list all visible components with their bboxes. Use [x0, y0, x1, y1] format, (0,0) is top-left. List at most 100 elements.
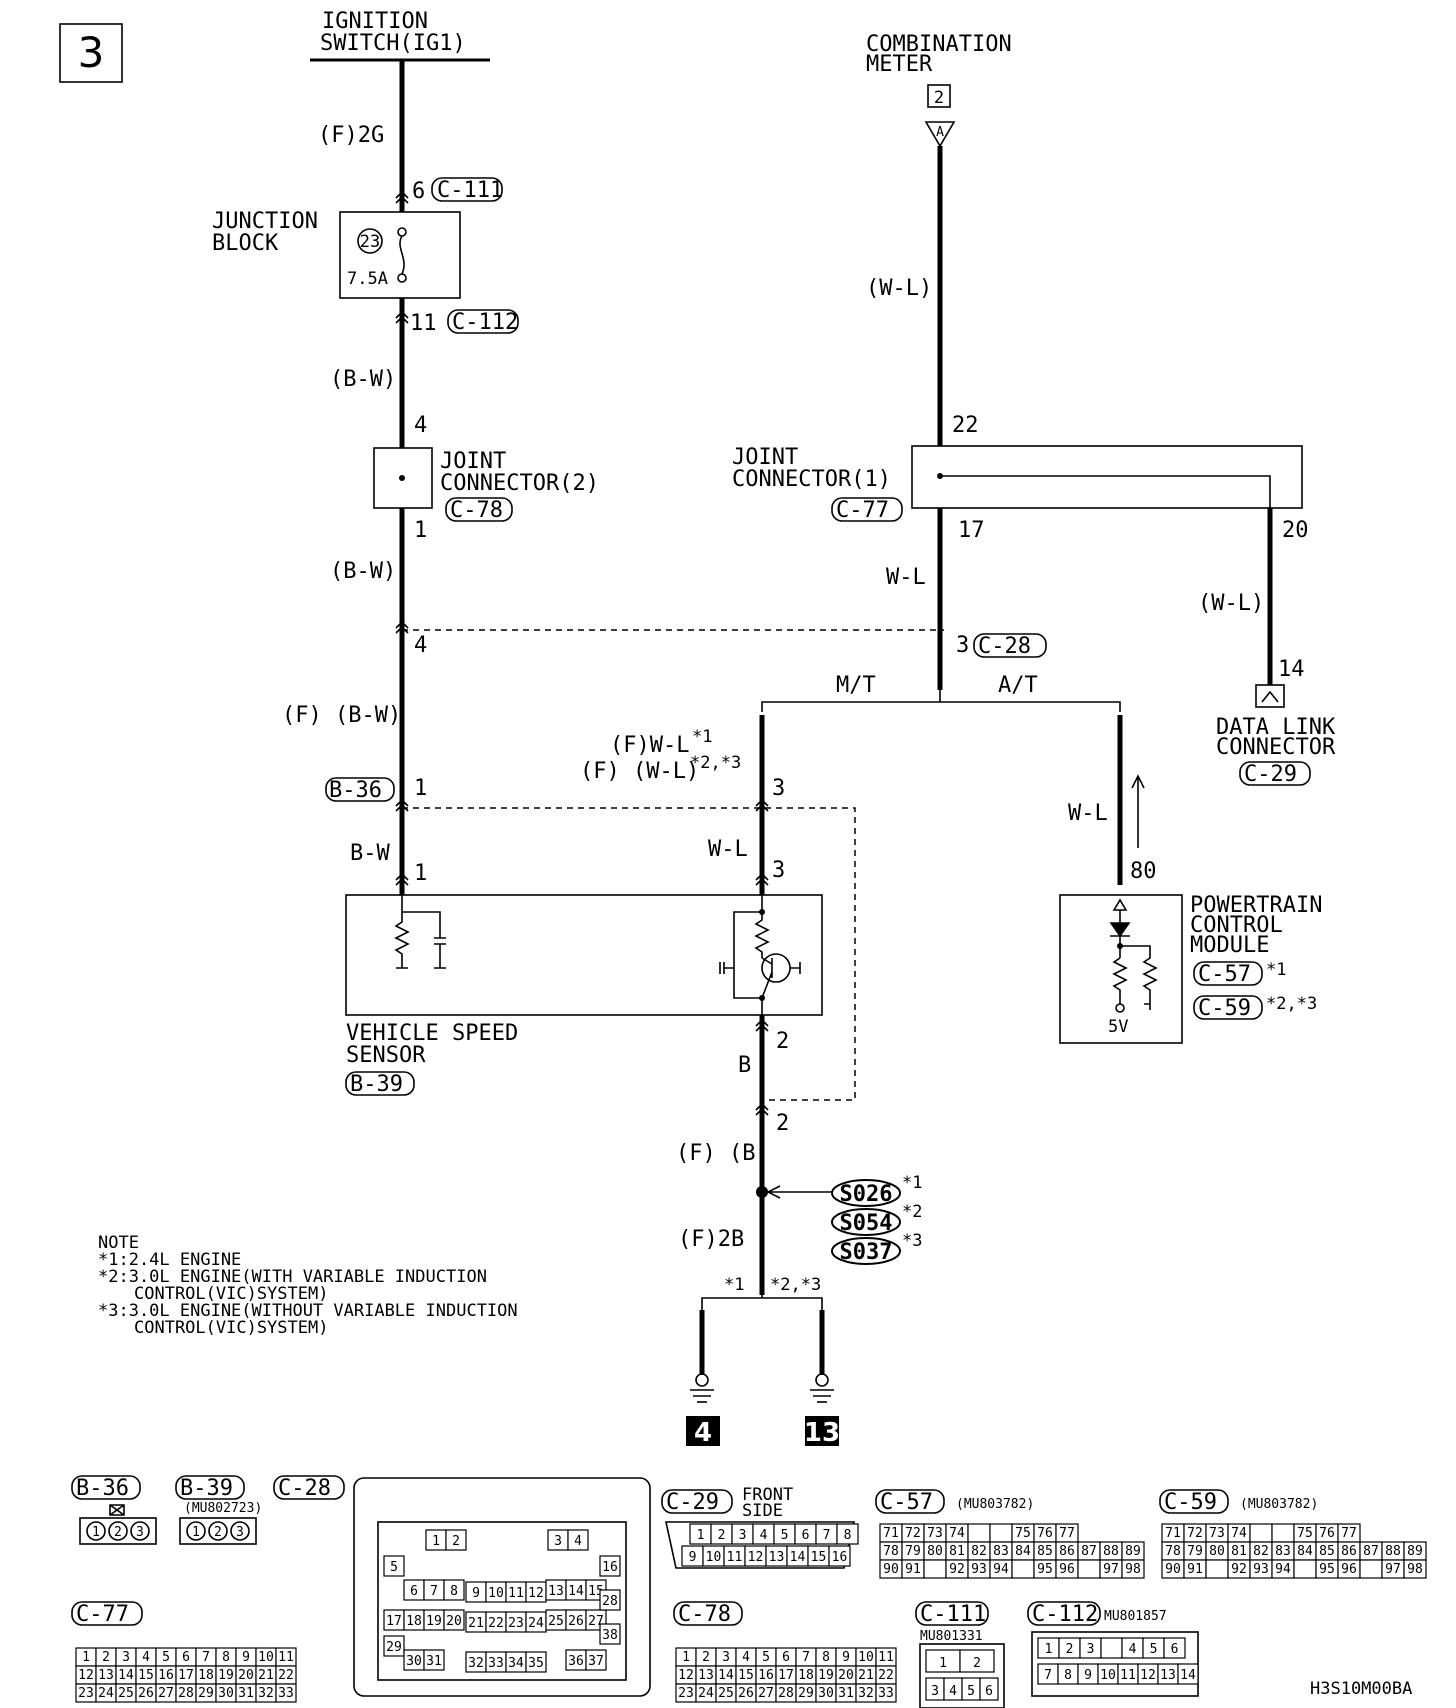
- cv-c111-body: [919, 1643, 1005, 1708]
- cv-c28-pin: 8: [450, 1584, 458, 1599]
- cv-b36-lock-icon: [109, 1504, 125, 1516]
- cv-c57-pin: 98: [1125, 1562, 1141, 1577]
- cv-b36-pin-3: 3: [136, 1525, 144, 1540]
- cv-c28-pin: 25: [548, 1614, 564, 1629]
- cv-c57-pin: 96: [1059, 1562, 1075, 1577]
- cv-c78-pin: 25: [718, 1686, 734, 1701]
- pcm-label-3: MODULE: [1190, 933, 1269, 958]
- wire-label-b: B: [738, 1053, 751, 1078]
- pcm-label-2: CONTROL: [1190, 913, 1283, 938]
- wire-label-bw-1: (B-W): [330, 367, 396, 392]
- cv-c29-pin: 5: [781, 1528, 789, 1543]
- cv-b36-tag: B-36: [76, 1476, 129, 1501]
- cv-c59-part: (MU803782): [1240, 1497, 1318, 1512]
- cv-c29-pin: 9: [689, 1550, 697, 1565]
- cv-c59-pin: 93: [1253, 1562, 1269, 1577]
- wire-label-f-wl-2-note: *2,*3: [690, 753, 741, 773]
- cv-c59-pin: 75: [1297, 1526, 1313, 1541]
- cv-c59-pin: 96: [1341, 1562, 1357, 1577]
- cv-c77-pin: 14: [118, 1668, 134, 1683]
- tag-c78: C-78: [450, 498, 503, 523]
- combination-meter-terminal: A: [936, 125, 944, 140]
- connector-chevron-c28-left: [395, 620, 409, 634]
- cv-c57-pin: 72: [905, 1526, 921, 1541]
- cv-c57-pin: 89: [1125, 1544, 1141, 1559]
- signal-direction-arrow-icon: [1131, 774, 1145, 848]
- cv-c28-pin: 36: [568, 1654, 584, 1669]
- ignition-switch-label-2: SWITCH(IG1): [320, 31, 466, 56]
- dlc-label-1: DATA LINK: [1216, 715, 1336, 740]
- cv-c29-pin: 2: [718, 1528, 726, 1543]
- splice-s037-frame: [831, 1237, 901, 1265]
- cv-c78-pin: 8: [822, 1650, 830, 1665]
- cv-c29-pin: 16: [832, 1550, 848, 1565]
- cv-c59-cell: [1271, 1523, 1295, 1543]
- cv-c59-pin: 97: [1385, 1562, 1401, 1577]
- cv-c112-cell: [1177, 1663, 1199, 1685]
- cv-c59-cell: [1359, 1559, 1383, 1579]
- cv-c57-part: (MU803782): [956, 1497, 1034, 1512]
- pin-3-vss: 3: [772, 858, 785, 883]
- cv-c77-pin: 29: [198, 1686, 214, 1701]
- splice-s037-note: *3: [902, 1231, 922, 1251]
- cv-b36-pin-1: 1: [92, 1525, 100, 1540]
- connector-chevron-vss-bottom: [755, 1018, 769, 1032]
- cv-c111-pin: 2: [973, 1656, 981, 1671]
- cv-c57-pin: 74: [949, 1526, 965, 1541]
- cv-c77-pin: 7: [202, 1650, 210, 1665]
- cv-c77-tag-frame: [71, 1601, 143, 1626]
- cv-c28-pin: 1: [432, 1534, 440, 1549]
- cv-c29-pin: 10: [706, 1550, 722, 1565]
- tag-c111-frame: [431, 177, 503, 202]
- connector-chevron-vss-right: [755, 872, 769, 886]
- cv-c77-pin: 24: [98, 1686, 114, 1701]
- cv-c28-cell: [423, 1649, 445, 1671]
- cv-c77-pin: 26: [138, 1686, 154, 1701]
- tag-c112: C-112: [452, 310, 518, 335]
- cv-c78-tag-frame: [673, 1601, 743, 1626]
- cv-c78-pin: 13: [698, 1668, 714, 1683]
- cv-c28-pin: 12: [528, 1586, 544, 1601]
- cv-c28-pin: 3: [554, 1534, 562, 1549]
- cv-c29-front-1: FRONT: [742, 1485, 793, 1505]
- wire-label-bw-3: B-W: [350, 841, 390, 866]
- cv-c112-pin: 8: [1064, 1668, 1072, 1683]
- cv-c29-pin: 14: [790, 1550, 806, 1565]
- cv-c78-pin: 15: [738, 1668, 754, 1683]
- cv-c112-tag-frame: [1027, 1601, 1101, 1626]
- cv-c28-pin: 19: [426, 1614, 442, 1629]
- cv-c28-pin: 6: [410, 1584, 418, 1599]
- cv-c59-pin: 73: [1209, 1526, 1225, 1541]
- cv-c112-pin: 14: [1180, 1668, 1196, 1683]
- pin-1-vss: 1: [414, 861, 427, 886]
- cv-c57-pin: 95: [1037, 1562, 1053, 1577]
- mt-at-branch-bracket: [761, 690, 1121, 712]
- cv-b39-part: (MU802723): [184, 1501, 262, 1516]
- cv-c29-tag: C-29: [666, 1490, 719, 1515]
- splice-s037: S037: [840, 1240, 893, 1265]
- cv-c77-pin: 33: [278, 1686, 294, 1701]
- branch-label-mt: M/T: [836, 673, 876, 698]
- cv-c59-pin: 79: [1187, 1544, 1203, 1559]
- ignition-switch-label-1: IGNITION: [322, 9, 428, 34]
- cv-c28-cell: [443, 1609, 465, 1631]
- tag-c59-frame: [1193, 995, 1263, 1020]
- cv-c77-pin: 9: [242, 1650, 250, 1665]
- cv-c28-pin: 22: [488, 1616, 504, 1631]
- cv-b39-pin-3: 3: [236, 1525, 244, 1540]
- cv-c78-pin: 9: [842, 1650, 850, 1665]
- cv-c29-pin: 12: [748, 1550, 764, 1565]
- cv-c57-pin: 88: [1103, 1544, 1119, 1559]
- ground-4-badge: [686, 1416, 720, 1446]
- cv-c28-outer: [353, 1477, 651, 1697]
- cv-c29-cell: [828, 1545, 851, 1567]
- fuse-terminal-bottom: [397, 273, 407, 283]
- tag-c77-frame: [831, 497, 903, 522]
- connector-chevron-c111: [395, 190, 409, 204]
- cv-c78-pin: 14: [718, 1668, 734, 1683]
- wire-label-bw-2: (B-W): [330, 559, 396, 584]
